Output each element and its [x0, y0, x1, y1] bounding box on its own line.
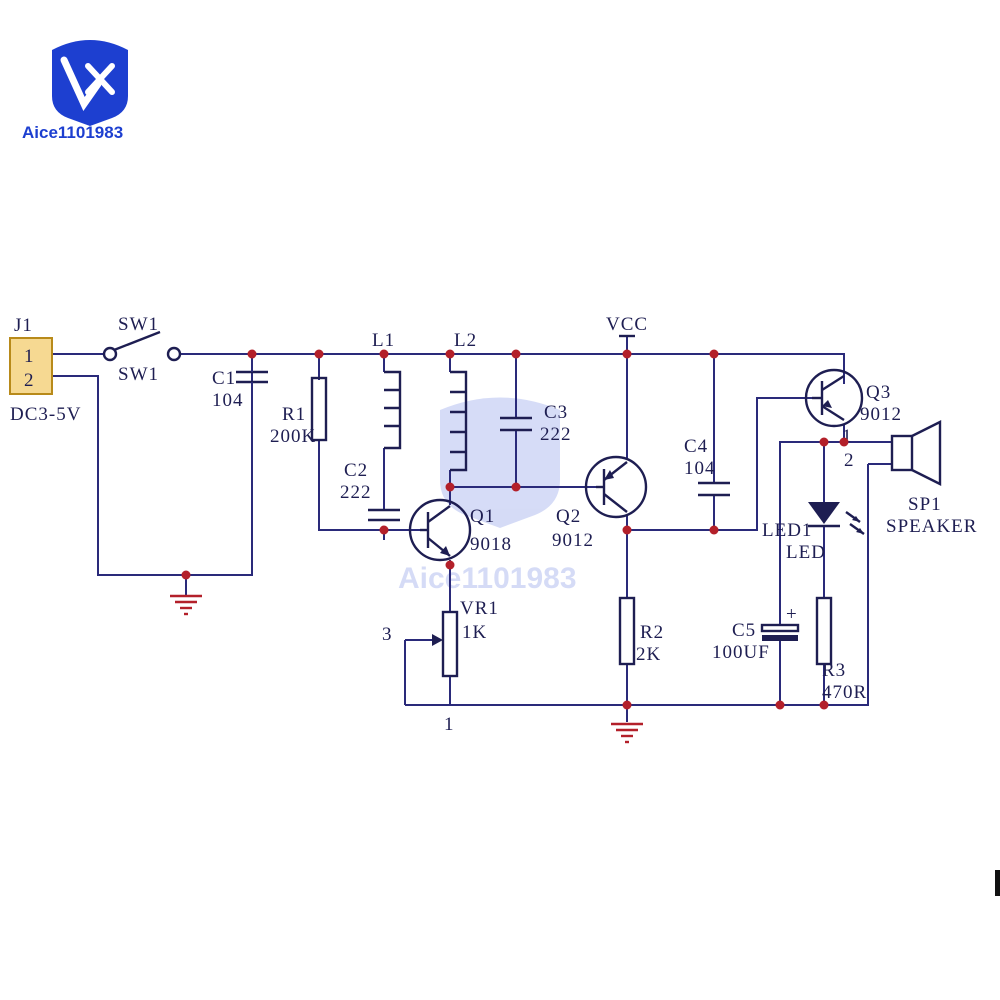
- transistor-q1: Q1 9018: [408, 498, 512, 562]
- inductor-l2: L2: [450, 330, 477, 472]
- ground-symbol-left: [170, 594, 202, 616]
- brand-logo-text: Aice1101983: [22, 123, 123, 142]
- r3-ref: R3: [822, 660, 846, 681]
- vr1-pin3: 3: [382, 624, 393, 645]
- q2-value: 9012: [552, 530, 594, 551]
- resistor-r2: R2 2K: [618, 596, 664, 666]
- c3-value: 222: [540, 424, 572, 445]
- led1-value: LED: [786, 542, 826, 563]
- c4-value: 104: [684, 458, 716, 479]
- c5-ref: C5: [732, 620, 756, 641]
- brand-logo: Aice1101983: [22, 40, 128, 142]
- c2-ref: C2: [344, 460, 368, 481]
- capacitor-c5: + C5 100UF: [712, 604, 800, 663]
- capacitor-c4: C4 104: [684, 436, 730, 497]
- j1-ref: J1: [14, 315, 33, 336]
- resistor-r3: R3 470R: [815, 596, 867, 703]
- q3-value: 9012: [860, 404, 902, 425]
- sp1-pin1: 1: [842, 426, 853, 447]
- c3-ref: C3: [544, 402, 568, 423]
- r3-value: 470R: [822, 682, 867, 703]
- junction-dots: [181, 349, 849, 710]
- r1-ref: R1: [282, 404, 306, 425]
- c5-polarity: +: [786, 604, 798, 625]
- resistor-r1: R1 200K: [270, 376, 328, 447]
- led-led1: LED1 LED: [762, 502, 865, 563]
- vr1-pin1: 1: [444, 714, 455, 735]
- c2-value: 222: [340, 482, 372, 503]
- sp1-pin2: 2: [844, 450, 855, 471]
- capacitor-c2: C2 222: [340, 460, 400, 522]
- c5-value: 100UF: [712, 642, 770, 663]
- sp1-ref: SP1: [908, 494, 942, 515]
- speaker-sp1: 1 2 SP1 SPEAKER: [842, 420, 977, 537]
- q3-ref: Q3: [866, 382, 891, 403]
- led1-ref: LED1: [762, 520, 812, 541]
- j1-rating: DC3-5V: [10, 404, 81, 425]
- q1-value: 9018: [470, 534, 512, 555]
- r2-ref: R2: [640, 622, 664, 643]
- r2-value: 2K: [636, 644, 661, 665]
- sw1-ref: SW1: [118, 314, 159, 335]
- l2-ref: L2: [454, 330, 477, 351]
- c1-ref: C1: [212, 368, 236, 389]
- vr1-value: 1K: [462, 622, 487, 643]
- transistor-q3: Q3 9012: [804, 368, 902, 428]
- capacitor-c3: C3 222: [500, 402, 572, 445]
- q1-ref: Q1: [470, 506, 495, 527]
- r1-value: 200K: [270, 426, 316, 447]
- q2-ref: Q2: [556, 506, 581, 527]
- connector-j1: J1 1 2 DC3-5V: [9, 315, 81, 425]
- inductor-l1: L1: [372, 330, 402, 450]
- sp1-value: SPEAKER: [886, 516, 977, 537]
- c1-value: 104: [212, 390, 244, 411]
- potentiometer-vr1: VR1 1K 3 1: [382, 598, 499, 735]
- edge-mark: [995, 870, 1000, 896]
- vr1-ref: VR1: [460, 598, 499, 619]
- transistor-q2: Q2 9012: [552, 455, 648, 551]
- j1-pin2: 2: [24, 370, 35, 391]
- c4-ref: C4: [684, 436, 708, 457]
- capacitor-c1: C1 104: [212, 354, 268, 411]
- vcc-text: VCC: [606, 314, 648, 335]
- l1-ref: L1: [372, 330, 395, 351]
- switch-sw1: SW1 SW1: [102, 314, 182, 385]
- sw1-value: SW1: [118, 364, 159, 385]
- watermark-text: Aice1101983: [398, 562, 577, 595]
- vcc-label: VCC: [606, 314, 648, 338]
- ground-symbol-center: [611, 722, 643, 744]
- j1-pin1: 1: [24, 346, 35, 367]
